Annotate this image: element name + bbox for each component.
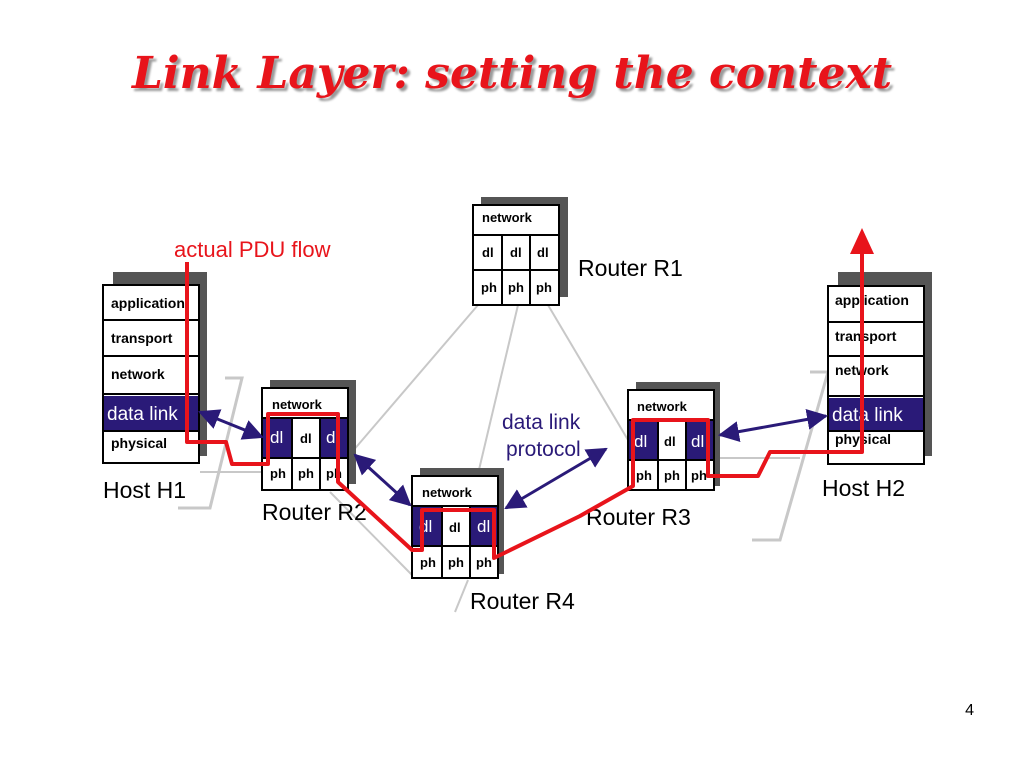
router-r1-label: Router R1 — [578, 255, 683, 281]
dl-protocol-label-line1: data link — [502, 411, 581, 434]
host-h2-stack: application transport network data link … — [827, 272, 932, 465]
r2-network: network — [272, 397, 323, 412]
r4-ph-3: ph — [476, 555, 492, 570]
pdu-flow-label: actual PDU flow — [174, 237, 331, 262]
h1-layer-physical: physical — [111, 435, 167, 451]
link-r2-r4 — [329, 491, 413, 576]
r1-ph-1: ph — [481, 280, 497, 295]
r1-dl-2: dl — [510, 245, 522, 260]
dl-arrow-h1-r2 — [198, 409, 264, 440]
link-r1-r2 — [351, 304, 479, 453]
router-r1-stack: network dl dl dl ph ph ph — [472, 197, 568, 306]
link-r1-r4 — [477, 304, 519, 475]
r1-ph-3: ph — [536, 280, 552, 295]
host-h2-label: Host H2 — [822, 475, 905, 501]
h1-layer-application: application — [111, 295, 185, 311]
r4-ph-2: ph — [448, 555, 464, 570]
h2-layer-application: application — [835, 292, 909, 308]
lan-bracket-h2 — [752, 370, 830, 542]
host-h1-stack: application transport network data link … — [102, 272, 207, 464]
h2-layer-transport: transport — [835, 328, 897, 344]
dl-arrow-r4-r3 — [504, 447, 608, 510]
r1-network: network — [482, 210, 533, 225]
r4-network: network — [422, 485, 473, 500]
h1-layer-network: network — [111, 366, 165, 382]
r2-dl-1: dl — [270, 428, 283, 447]
r1-dl-3: dl — [537, 245, 549, 260]
r1-ph-2: ph — [508, 280, 524, 295]
dl-protocol-label-line2: protocol — [506, 438, 581, 461]
r3-ph-3: ph — [691, 468, 707, 483]
r4-dl-3: dl — [477, 517, 490, 536]
r2-dl-3: dl — [326, 428, 339, 447]
network-links — [329, 304, 629, 613]
dl-protocol-arrows — [198, 408, 829, 510]
r2-dl-2: dl — [300, 431, 312, 446]
dl-arrow-r3-h2 — [717, 408, 829, 443]
link-r4-bottom — [454, 579, 469, 613]
link-r1-r3 — [547, 304, 629, 441]
r3-dl-2: dl — [664, 434, 676, 449]
r3-network: network — [637, 399, 688, 414]
router-r2-label: Router R2 — [262, 499, 367, 525]
dl-arrow-r2-r4 — [353, 453, 412, 507]
router-r4-stack: network dl dl dl ph ph ph — [411, 468, 504, 579]
slide-title: Link Layer: setting the context — [131, 48, 893, 99]
r4-dl-2: dl — [449, 520, 461, 535]
router-r4-label: Router R4 — [470, 588, 575, 614]
host-h1-label: Host H1 — [103, 477, 186, 503]
r3-dl-3: dl — [691, 432, 704, 451]
r3-ph-1: ph — [636, 468, 652, 483]
router-r2-stack: network dl dl dl ph ph ph — [261, 380, 356, 491]
router-r3-label: Router R3 — [586, 504, 691, 530]
h1-layer-transport: transport — [111, 330, 173, 346]
r3-ph-2: ph — [664, 468, 680, 483]
r1-dl-1: dl — [482, 245, 494, 260]
page-number: 4 — [965, 702, 974, 719]
r2-ph-2: ph — [298, 466, 314, 481]
h1-layer-data-link: data link — [107, 404, 178, 425]
h2-layer-data-link: data link — [832, 405, 903, 426]
r3-dl-1: dl — [634, 432, 647, 451]
pdu-flow-arrowhead — [850, 228, 874, 254]
r4-ph-1: ph — [420, 555, 436, 570]
pdu-flow-path — [185, 252, 864, 560]
r2-ph-1: ph — [270, 466, 286, 481]
